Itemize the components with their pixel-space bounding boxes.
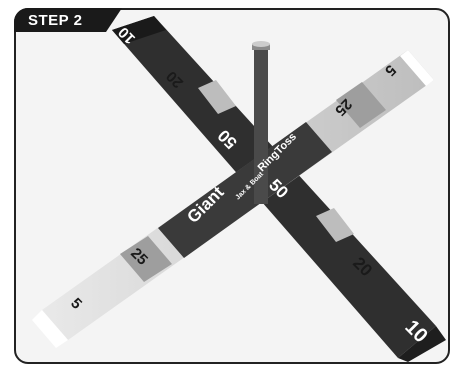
step-label: STEP 2 bbox=[28, 12, 82, 29]
step-badge: STEP 2 bbox=[14, 8, 106, 32]
illustration-frame: 10 20 50 50 20 10 5 25 RingToss Jax & Bo… bbox=[14, 8, 450, 364]
ring-toss-illustration: 10 20 50 50 20 10 5 25 RingToss Jax & Bo… bbox=[16, 10, 448, 362]
